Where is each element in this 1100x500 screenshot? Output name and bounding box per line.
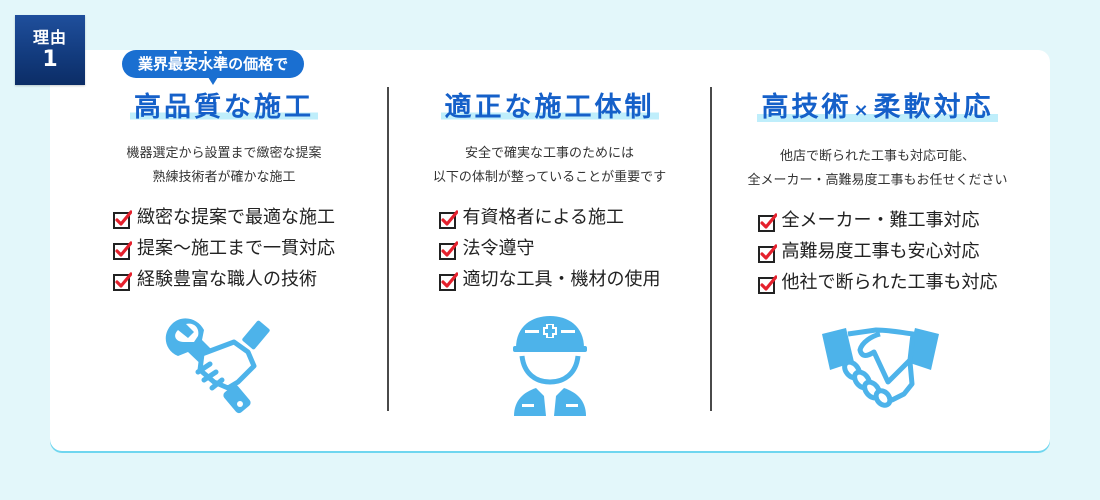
check-item: 経験豊富な職人の技術 — [113, 264, 335, 295]
check-item: 全メーカー・難工事対応 — [757, 205, 998, 236]
checkbox-checked-icon — [438, 270, 459, 291]
desc-line: 機器選定から設置まで緻密な提案 — [126, 146, 322, 161]
reason-badge: 理由 1 — [15, 15, 85, 85]
price-speech-bubble: 業界最安水準の価格で — [122, 50, 305, 85]
check-list: 有資格者による施工 法令遵守 適切な工具・機材の使用 — [438, 202, 661, 295]
column-title: 高品質な施工 — [130, 90, 318, 126]
column-description: 安全で確実な工事のためには 以下の体制が整っていることが重要です — [433, 142, 666, 190]
check-item: 提案～施工まで一貫対応 — [113, 233, 335, 264]
badge-label: 理由 — [32, 28, 67, 47]
checkbox-checked-icon — [757, 273, 778, 294]
desc-line: 全メーカー・高難易度工事もお任せください — [747, 173, 1008, 188]
column-description: 機器選定から設置まで緻密な提案 熟練技術者が確かな施工 — [126, 142, 321, 190]
speech-text: 業界 — [138, 55, 169, 73]
checkbox-checked-icon — [757, 211, 778, 232]
column-description: 他店で断られた工事も対応可能、 全メーカー・高難易度工事もお任せください — [747, 145, 1007, 193]
speech-text: の価格で — [228, 55, 289, 73]
badge-number: 1 — [42, 47, 58, 72]
desc-line: 熟練技術者が確かな施工 — [152, 170, 296, 185]
check-item: 他社で断られた工事も対応 — [757, 267, 998, 298]
checkbox-checked-icon — [757, 242, 778, 263]
checkbox-checked-icon — [113, 208, 133, 229]
check-label: 緻密な提案で最適な施工 — [137, 207, 335, 228]
column-title: 高技術×柔軟対応 — [757, 90, 998, 129]
title-part: 高技術 — [761, 92, 852, 123]
check-item: 高難易度工事も安心対応 — [757, 236, 998, 267]
desc-line: 以下の体制が整っていることが重要です — [432, 170, 667, 185]
check-list: 全メーカー・難工事対応 高難易度工事も安心対応 他社で断られた工事も対応 — [757, 205, 998, 298]
check-label: 全メーカー・難工事対応 — [781, 210, 980, 231]
check-label: 経験豊富な職人の技術 — [137, 269, 317, 290]
check-list: 緻密な提案で最適な施工 提案～施工まで一貫対応 経験豊富な職人の技術 — [113, 202, 335, 295]
check-label: 有資格者による施工 — [462, 207, 624, 228]
check-label: 法令遵守 — [462, 238, 535, 259]
emphasis-char: 準 — [213, 55, 229, 73]
check-label: 提案～施工まで一貫対応 — [137, 238, 335, 259]
times-symbol: × — [853, 100, 872, 121]
column-divider — [710, 87, 712, 411]
checkbox-checked-icon — [438, 208, 459, 229]
column-title: 適正な施工体制 — [440, 90, 659, 126]
reason-card: 業界最安水準の価格で 高品質な施工 機器選定から設置まで緻密な提案 熟練技術者が… — [50, 50, 1050, 451]
column-system: 適正な施工体制 安全で確実な工事のためには 以下の体制が整っていることが重要です… — [388, 50, 711, 450]
column-divider — [387, 87, 389, 411]
handshake-icon — [818, 312, 943, 412]
check-label: 高難易度工事も安心対応 — [781, 241, 980, 262]
column-technique: 高技術×柔軟対応 他店で断られた工事も対応可能、 全メーカー・高難易度工事もお任… — [711, 50, 1044, 450]
emphasis-char: 安 — [183, 55, 199, 73]
desc-line: 安全で確実な工事のためには — [464, 146, 634, 161]
check-item: 法令遵守 — [438, 233, 661, 264]
check-item: 緻密な提案で最適な施工 — [113, 202, 335, 233]
column-quality: 業界最安水準の価格で 高品質な施工 機器選定から設置まで緻密な提案 熟練技術者が… — [60, 50, 388, 450]
check-label: 適切な工具・機材の使用 — [462, 269, 661, 290]
check-item: 有資格者による施工 — [438, 202, 661, 233]
checkbox-checked-icon — [438, 239, 459, 260]
check-item: 適切な工具・機材の使用 — [438, 264, 661, 295]
emphasis-char: 最 — [168, 55, 184, 73]
checkbox-checked-icon — [113, 239, 133, 260]
check-label: 他社で断られた工事も対応 — [781, 272, 998, 293]
wrench-hand-icon — [158, 312, 283, 417]
title-part: 柔軟対応 — [873, 92, 994, 123]
checkbox-checked-icon — [113, 270, 133, 291]
emphasis-char: 水 — [198, 55, 214, 73]
desc-line: 他店で断られた工事も対応可能、 — [779, 149, 975, 164]
construction-worker-icon — [510, 312, 590, 417]
